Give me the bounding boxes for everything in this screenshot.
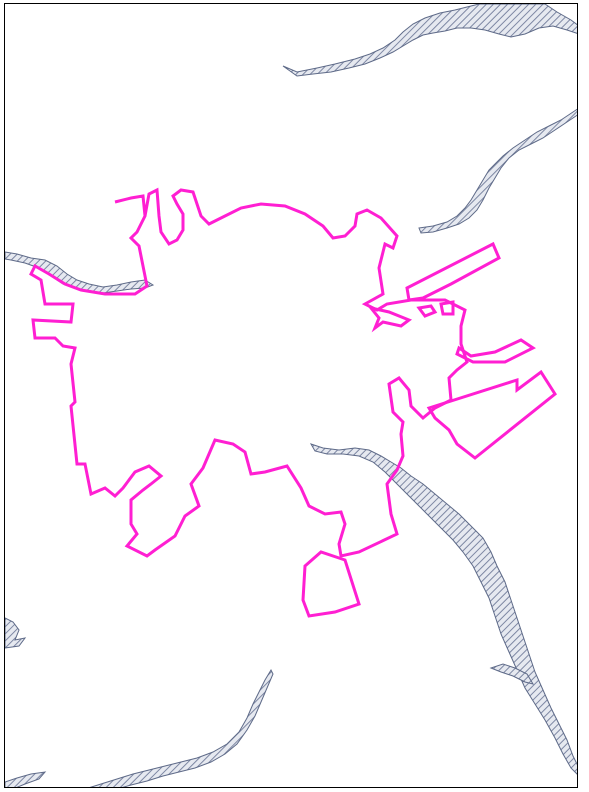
district-boundary[interactable] [367, 305, 413, 333]
district-boundary[interactable] [405, 241, 501, 302]
district-boundary[interactable] [426, 369, 557, 460]
district-boundary[interactable] [416, 304, 438, 318]
water-feature[interactable] [85, 668, 274, 788]
water-layer [5, 4, 578, 788]
water-feature[interactable] [309, 443, 578, 776]
boundary-layer [29, 187, 557, 618]
water-feature[interactable] [5, 251, 155, 294]
map-canvas[interactable] [5, 4, 578, 788]
map-frame[interactable] [4, 3, 578, 788]
water-feature[interactable] [282, 4, 578, 77]
water-feature[interactable] [489, 663, 535, 685]
water-feature[interactable] [5, 771, 47, 788]
water-feature[interactable] [418, 108, 578, 234]
district-boundary[interactable] [439, 300, 455, 316]
water-feature[interactable] [5, 617, 27, 649]
district-boundary[interactable] [455, 338, 536, 364]
municipal-boundary[interactable] [29, 187, 469, 558]
district-boundary[interactable] [301, 550, 361, 618]
